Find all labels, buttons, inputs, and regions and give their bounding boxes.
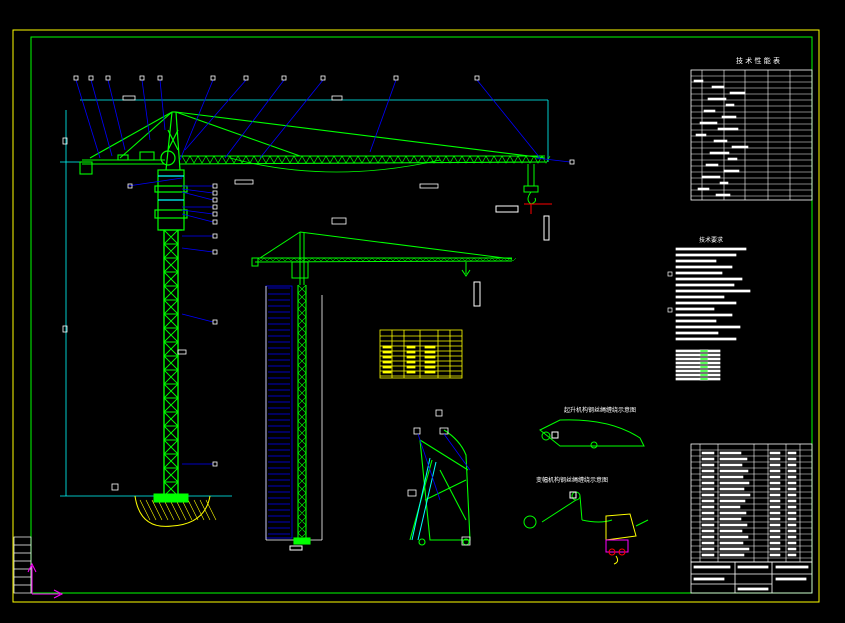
crane-elevation-2 (251, 231, 517, 551)
leader-lines (75, 79, 571, 465)
climbing-frame-detail (407, 409, 471, 546)
dimension-lines (60, 99, 549, 497)
main-crane-elevation (60, 75, 575, 527)
building-facade (265, 285, 293, 539)
caption-2: 变幅机构钢丝绳缠绕示意图 (536, 476, 608, 484)
mast-2 (293, 284, 311, 545)
performance-table: 技 术 性 能 表 (690, 56, 813, 201)
load-table (379, 329, 463, 379)
reeving-diagram-2: 变幅机构钢丝绳缠绕示意图 (523, 476, 649, 565)
hook-block (495, 164, 552, 241)
bom-table (690, 443, 813, 563)
jib-2 (251, 231, 517, 285)
main-jib (175, 111, 551, 173)
ucs-axis-icon (27, 562, 64, 599)
tower-mast (163, 229, 179, 497)
section-label: 技术要求 (699, 236, 723, 244)
label-boxes (111, 95, 439, 491)
counter-jib (79, 111, 173, 175)
tower-head (165, 111, 181, 171)
performance-table-title: 技 术 性 能 表 (736, 56, 780, 65)
reeving-diagram-1: 起升机构钢丝绳缠绕示意图 (539, 406, 645, 449)
caption-1: 起升机构钢丝绳缠绕示意图 (564, 406, 636, 414)
revision-block (13, 536, 32, 594)
foundation (134, 493, 217, 527)
balloons (73, 75, 575, 467)
slewing-unit (154, 150, 188, 231)
technical-notes: 技术要求 (667, 236, 751, 381)
title-block (690, 561, 813, 594)
drawing-frame (12, 29, 820, 603)
